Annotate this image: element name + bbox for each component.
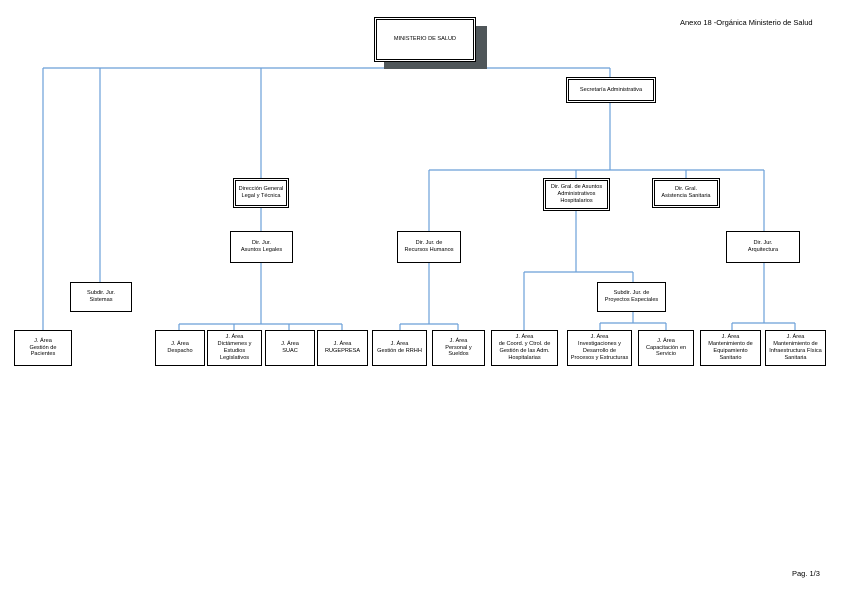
node-area-capacitacion: J. Área Capacitación en Servicio: [638, 330, 694, 366]
node-area-investigaciones: J. Área Investigaciones y Desarrollo de …: [567, 330, 632, 366]
node-subdir-proyectos-especiales: Subdir. Jur. de Proyectos Especiales: [597, 282, 666, 312]
page-number: Pag. 1/3: [792, 569, 820, 578]
node-area-dictamenes: J. Área Dictámenes y Estudios Legislativ…: [207, 330, 262, 366]
node-ministerio-de-salud: MINISTERIO DE SALUD: [374, 17, 476, 62]
node-dir-asuntos-legales: Dir. Jur. Asuntos Legales: [230, 231, 293, 263]
node-dir-recursos-humanos: Dir. Jur. de Recursos Humanos: [397, 231, 461, 263]
node-area-mant-infraestructura: J. Área Mantenimiento de Infraestructura…: [765, 330, 826, 366]
node-area-mant-equipamiento: J. Área Mantenimiento de Equipamiento Sa…: [700, 330, 761, 366]
node-area-gestion-pacientes: J. Área Gestión de Pacientes: [14, 330, 72, 366]
document-title: Anexo 18 -Orgánica Ministerio de Salud: [680, 18, 813, 27]
node-area-gestion-rrhh: J. Área Gestión de RRHH: [372, 330, 427, 366]
node-subdir-sistemas: Subdir. Jur. Sistemas: [70, 282, 132, 312]
node-area-coord-ctrol-gestion: J. Área de Coord. y Ctrol. de Gestión de…: [491, 330, 558, 366]
node-area-suac: J. Área SUAC: [265, 330, 315, 366]
node-area-personal-sueldos: J. Área Personal y Sueldos: [432, 330, 485, 366]
node-area-despacho: J. Área Despacho: [155, 330, 205, 366]
node-direccion-general-legal-tecnica: Dirección General Legal y Técnica: [233, 178, 289, 208]
node-dir-arquitectura: Dir. Jur. Arquitectura: [726, 231, 800, 263]
node-area-rugepresa: J. Área RUGEPRESA: [317, 330, 368, 366]
node-dir-gral-asuntos-hospitalarios: Dir. Gral. de Asuntos Administrativos Ho…: [543, 178, 610, 211]
node-secretaria-administrativa: Secretaría Administrativa: [566, 77, 656, 103]
node-dir-gral-asistencia-sanitaria: Dir. Gral. Asistencia Sanitaria: [652, 178, 720, 208]
